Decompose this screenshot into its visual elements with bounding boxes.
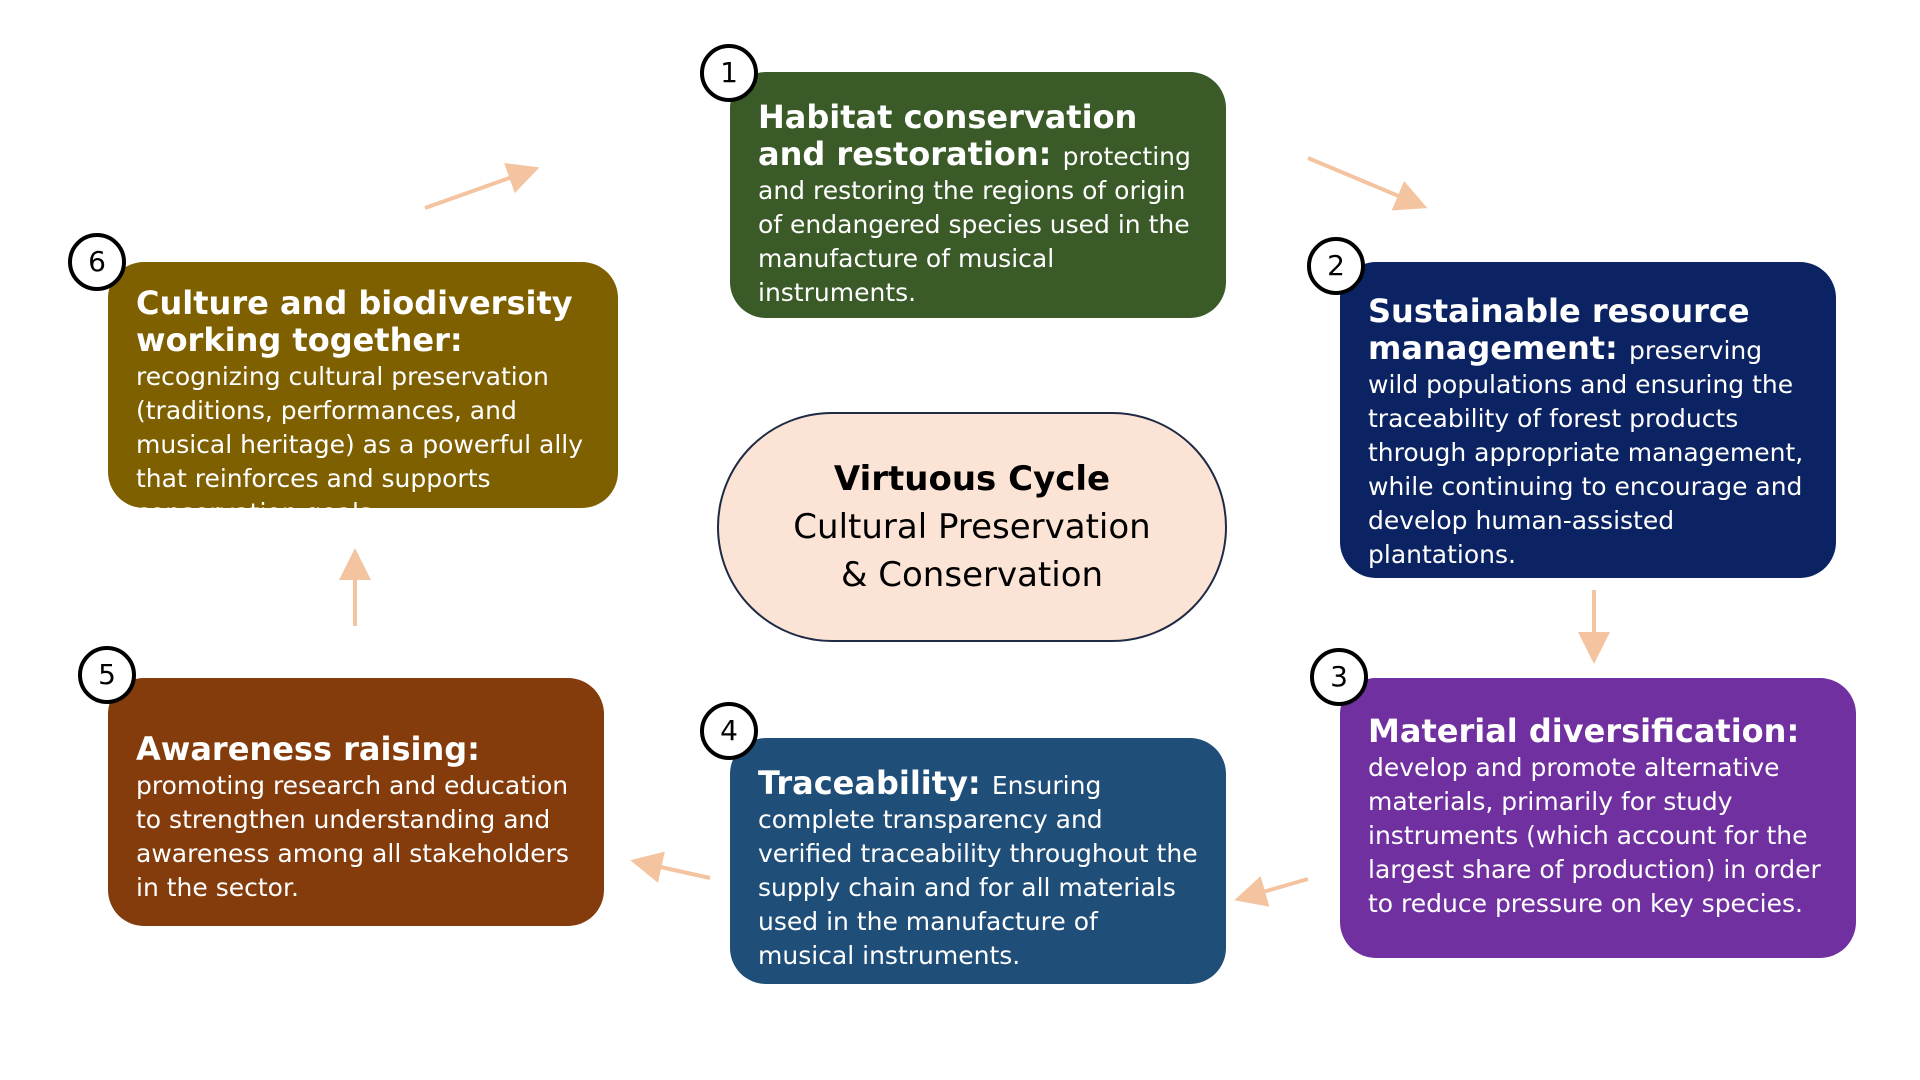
step-4-body: Ensuring complete transparency and verif… [758,771,1198,970]
step-2-title: Sustainable resource management: [1368,292,1750,367]
center-pill: Virtuous Cycle Cultural Preservation & C… [717,412,1227,642]
step-4-box: Traceability: Ensuring complete transpar… [730,738,1226,984]
step-2-body: preserving wild populations and ensuring… [1368,336,1804,569]
arrow-3-to-4 [1234,875,1309,907]
step-4-badge: 4 [700,702,758,760]
step-1-title: Habitat conservation and restoration: [758,98,1138,173]
arrow-4-to-5 [630,851,711,883]
step-4-title: Traceability: [758,764,992,802]
step-6-badge: 6 [68,233,126,291]
step-2-badge: 2 [1307,237,1365,295]
step-1-body: protecting and restoring the regions of … [758,142,1191,307]
step-2-box: Sustainable resource management: preserv… [1340,262,1836,578]
step-1-badge: 1 [700,44,758,102]
step-3-box: Material diversification: develop and pr… [1340,678,1856,958]
step-1-box: Habitat conservation and restoration: pr… [730,72,1226,318]
step-5-body: promoting research and education to stre… [136,771,569,902]
step-3-body: develop and promote alternative material… [1368,753,1821,918]
step-5-title: Awareness raising: [136,730,480,768]
step-6-body: recognizing cultural preservation (tradi… [136,362,584,527]
step-6-title: Culture and biodiversity working togethe… [136,284,573,359]
center-line-1: Cultural Preservation [793,507,1151,547]
step-5-box: Awareness raising: promoting research an… [108,678,604,926]
step-3-title: Material diversification: [1368,712,1800,750]
step-6-box: Culture and biodiversity working togethe… [108,262,618,527]
center-line-2: & Conservation [840,555,1104,595]
arrow-6-to-1 [424,162,540,210]
step-3-badge: 3 [1310,648,1368,706]
arrow-1-to-2 [1307,156,1428,211]
center-title: Virtuous Cycle [833,459,1111,499]
step-5-badge: 5 [78,646,136,704]
